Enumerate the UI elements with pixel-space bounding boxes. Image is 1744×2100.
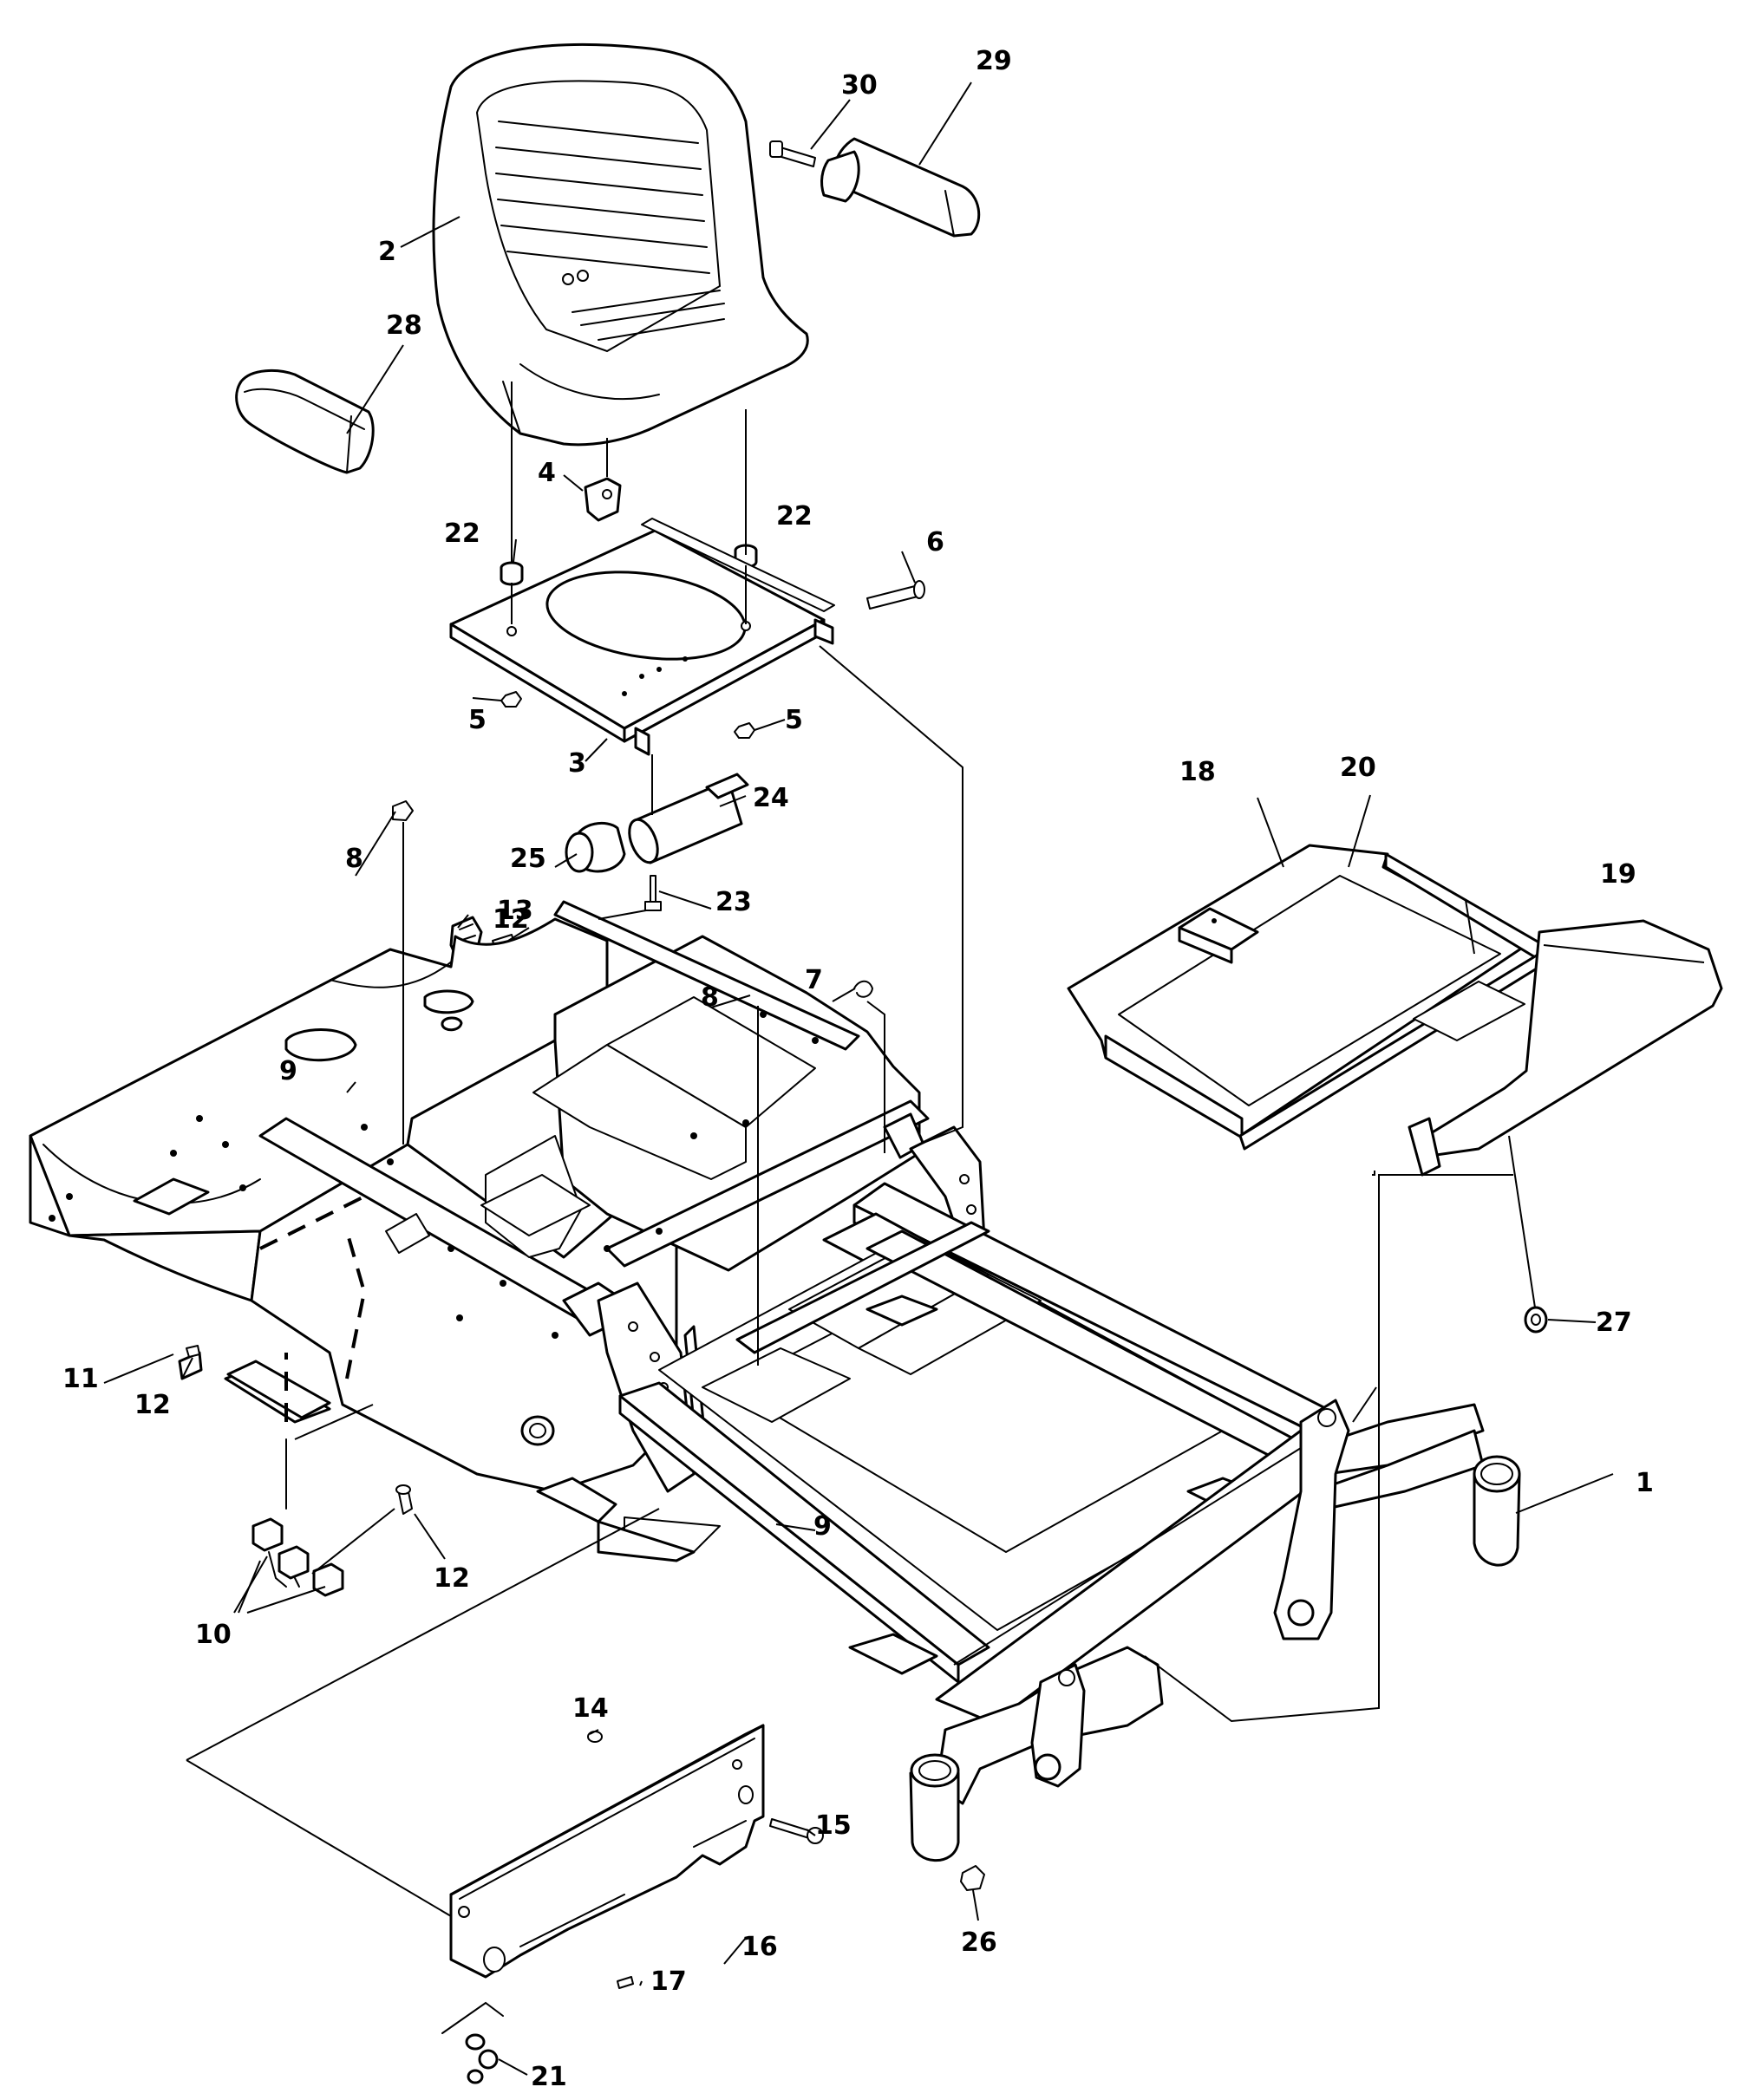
callout-22a: 22 — [444, 518, 480, 549]
callout-17: 17 — [650, 1966, 687, 1997]
ground-screw — [186, 1345, 200, 1358]
seat-bracket — [584, 477, 622, 522]
callout-12a: 12 — [493, 904, 529, 935]
left-armrest — [235, 369, 375, 474]
front-axle-frame — [909, 1399, 1521, 1862]
armrest-bolt — [769, 140, 816, 167]
callout-22b: 22 — [776, 501, 813, 532]
bushing-knob — [441, 2001, 504, 2084]
callout-7: 7 — [805, 965, 823, 995]
callout-5b: 5 — [785, 705, 803, 735]
callout-18: 18 — [1179, 757, 1216, 787]
callout-9b: 9 — [813, 1511, 832, 1542]
spring-clip — [853, 980, 874, 998]
clip-left — [392, 800, 414, 821]
front-cover-panel — [449, 1724, 765, 1979]
callout-5a: 5 — [468, 705, 487, 735]
callout-24: 24 — [753, 783, 789, 813]
callout-6: 6 — [926, 527, 944, 558]
callout-4: 4 — [538, 458, 556, 488]
callout-9a: 9 — [279, 1056, 297, 1086]
nut-left — [500, 691, 522, 708]
callout-26: 26 — [961, 1927, 997, 1958]
callout-15: 15 — [815, 1810, 852, 1841]
relay-bolt — [395, 1484, 413, 1515]
callout-11: 11 — [62, 1364, 99, 1394]
callout-16: 16 — [741, 1932, 778, 1962]
relays — [251, 1438, 344, 1597]
relay-bracket — [178, 1351, 331, 1419]
callout-10: 10 — [195, 1620, 232, 1650]
callout-29: 29 — [976, 46, 1012, 76]
callout-21: 21 — [531, 2062, 567, 2092]
callout-25: 25 — [510, 844, 546, 874]
caster-bolt — [960, 1865, 985, 1891]
callout-12c: 12 — [434, 1563, 470, 1594]
panel-screw — [617, 1976, 634, 1989]
callout-13: 13 — [497, 896, 533, 926]
seat-support-tube — [628, 773, 749, 864]
callout-2: 2 — [378, 237, 396, 267]
pivot-pin — [866, 580, 925, 610]
leader-lines — [186, 382, 1536, 1917]
callout-8b: 8 — [701, 982, 719, 1013]
bushing — [565, 821, 626, 873]
callout-30: 30 — [841, 70, 878, 101]
floor-pan-cover — [1067, 844, 1723, 1177]
callout-23: 23 — [715, 887, 752, 917]
right-armrest — [820, 137, 981, 238]
spacer-left — [500, 561, 524, 586]
seat-pan — [449, 518, 835, 756]
callout-14: 14 — [572, 1693, 609, 1724]
callout-1: 1 — [1636, 1468, 1654, 1498]
callout-20: 20 — [1340, 753, 1376, 783]
callout-12b: 12 — [134, 1390, 171, 1420]
seat — [432, 42, 809, 447]
callout-8a: 8 — [345, 844, 363, 874]
callout-28: 28 — [386, 310, 422, 341]
callout-3: 3 — [568, 748, 586, 779]
tube-bolt — [644, 875, 662, 911]
nut-right — [734, 722, 755, 739]
callout-leaders — [103, 82, 1614, 2076]
grommet — [1524, 1306, 1548, 1334]
callout-labels: 1 2 3 4 5 5 6 7 8 8 9 9 10 11 12 12 12 1… — [62, 46, 1654, 2092]
callout-19: 19 — [1600, 859, 1636, 890]
callout-27: 27 — [1596, 1308, 1632, 1338]
